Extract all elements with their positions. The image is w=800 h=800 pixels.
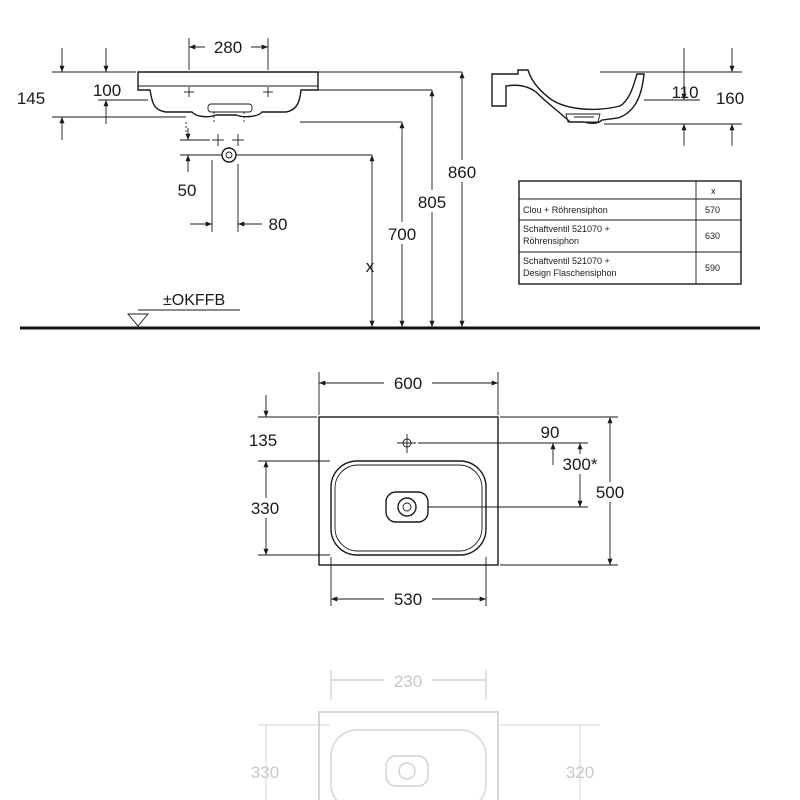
dim-280: 280 <box>188 38 269 70</box>
drain-icon <box>385 491 429 523</box>
dim-80-label: 80 <box>269 215 288 234</box>
table-row-1-label: Clou + Röhrensiphon <box>523 205 608 215</box>
dim-145-100: 145 100 <box>17 48 186 140</box>
dim-50: 50 <box>178 128 222 200</box>
floor-line: ±OKFFB <box>20 292 760 330</box>
dim-135-label: 135 <box>249 431 277 450</box>
basin-top-outline <box>318 416 499 566</box>
front-view: 280 145 100 50 80 <box>17 38 760 330</box>
dim-805-label: 805 <box>418 193 446 212</box>
basin-front-outline <box>137 71 319 118</box>
table-header-x: x <box>711 186 716 196</box>
dim-860-label: 860 <box>448 163 476 182</box>
tap-hole-left-icon <box>184 87 194 97</box>
dim-700-label: 700 <box>388 225 416 244</box>
dim-280-label: 280 <box>214 38 242 57</box>
supply-connections-icon <box>212 134 244 163</box>
table-row-2-label-b: Röhrensiphon <box>523 236 579 246</box>
dim-160-label: 160 <box>716 89 744 108</box>
dim-50-label: 50 <box>178 181 197 200</box>
ghost-dim-left-label: 330 <box>251 763 279 782</box>
dim-530-label: 530 <box>394 590 422 609</box>
dim-145-label: 145 <box>17 89 45 108</box>
dim-500-label: 500 <box>596 483 624 502</box>
dim-300-label: 300* <box>563 455 598 474</box>
dim-330-label: 330 <box>251 499 279 518</box>
tap-hole-right-icon <box>263 87 273 97</box>
basin-side-outline <box>491 69 645 125</box>
bowl-outline <box>330 460 487 556</box>
ghost-dim-right-label: 320 <box>566 763 594 782</box>
side-view: 110 160 <box>491 48 744 146</box>
siphon-table: x Clou + Röhrensiphon 570 Schaftventil 5… <box>518 180 742 285</box>
dim-90-label: 90 <box>541 423 560 442</box>
floor-level-label: ±OKFFB <box>163 292 225 309</box>
table-row-3-label-a: Schaftventil 521070 + <box>523 256 610 266</box>
dim-x-label: x <box>366 257 375 276</box>
table-row-3-label-b: Design Flaschensiphon <box>523 268 617 278</box>
tap-hole-icon <box>397 434 416 453</box>
dim-600-label: 600 <box>394 374 422 393</box>
ghost-dim-width-label: 230 <box>394 672 422 691</box>
dim-heights: x 700 805 860 <box>236 71 482 327</box>
dim-110-label: 110 <box>671 83 698 102</box>
table-row-3-x: 590 <box>705 263 720 273</box>
dim-80: 80 <box>190 160 287 234</box>
top-view: 600 135 330 90 300* 500 530 <box>245 372 630 609</box>
faded-reflection-view: 230 330 320 <box>251 670 600 800</box>
table-row-2-label-a: Schaftventil 521070 + <box>523 224 610 234</box>
table-row-2-x: 630 <box>705 231 720 241</box>
dim-100-label: 100 <box>93 81 121 100</box>
table-row-1-x: 570 <box>705 205 720 215</box>
